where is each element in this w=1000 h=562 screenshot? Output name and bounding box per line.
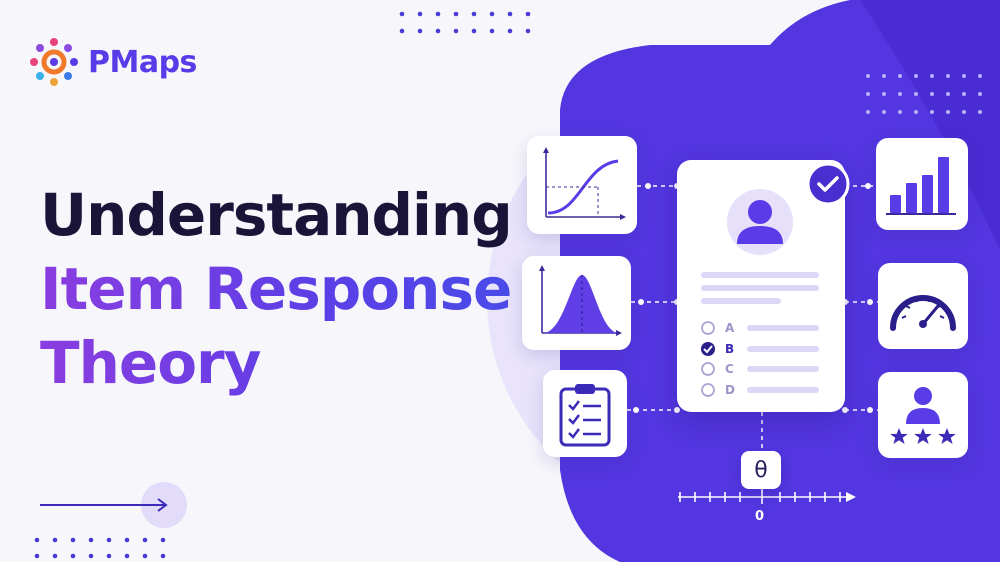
user-rating-card <box>878 372 968 458</box>
next-arrow-button[interactable] <box>38 480 192 530</box>
user-rating-stars-icon <box>890 387 956 444</box>
speedometer-gauge-icon <box>890 295 956 331</box>
checklist-clipboard-icon <box>559 383 611 446</box>
bar-chart-card <box>876 138 968 230</box>
pmaps-logo-icon <box>30 38 78 86</box>
check-badge-icon <box>806 162 850 206</box>
option-d-label: D <box>725 383 735 397</box>
theta-symbol-box: θ <box>741 451 781 489</box>
bell-curve-chart-icon <box>538 265 622 336</box>
dot-grid-right <box>866 74 982 114</box>
theta-axis <box>678 490 856 504</box>
title-line-1: Understanding <box>40 181 513 249</box>
option-c-label: C <box>725 362 734 376</box>
dot-grid-top <box>399 11 531 34</box>
option-b-label: B <box>725 342 735 356</box>
checklist-card <box>543 370 627 457</box>
axis-zero-label: 0 <box>755 509 765 524</box>
option-a-label: A <box>725 321 735 335</box>
profile-illustration <box>701 189 819 397</box>
page-title: Understanding Item Response Theory <box>40 178 513 400</box>
title-line-2: Item Response <box>40 252 512 326</box>
s-curve-chart-icon <box>543 147 626 220</box>
dot-grid-bottom <box>34 537 166 559</box>
logo: PMaps <box>28 36 197 88</box>
title-line-3: Theory <box>40 326 512 400</box>
gauge-card <box>878 263 968 349</box>
bell-curve-card <box>522 256 631 350</box>
s-curve-card <box>527 136 637 234</box>
bar-chart-icon <box>886 157 956 215</box>
logo-wordmark: PMaps <box>88 44 197 80</box>
